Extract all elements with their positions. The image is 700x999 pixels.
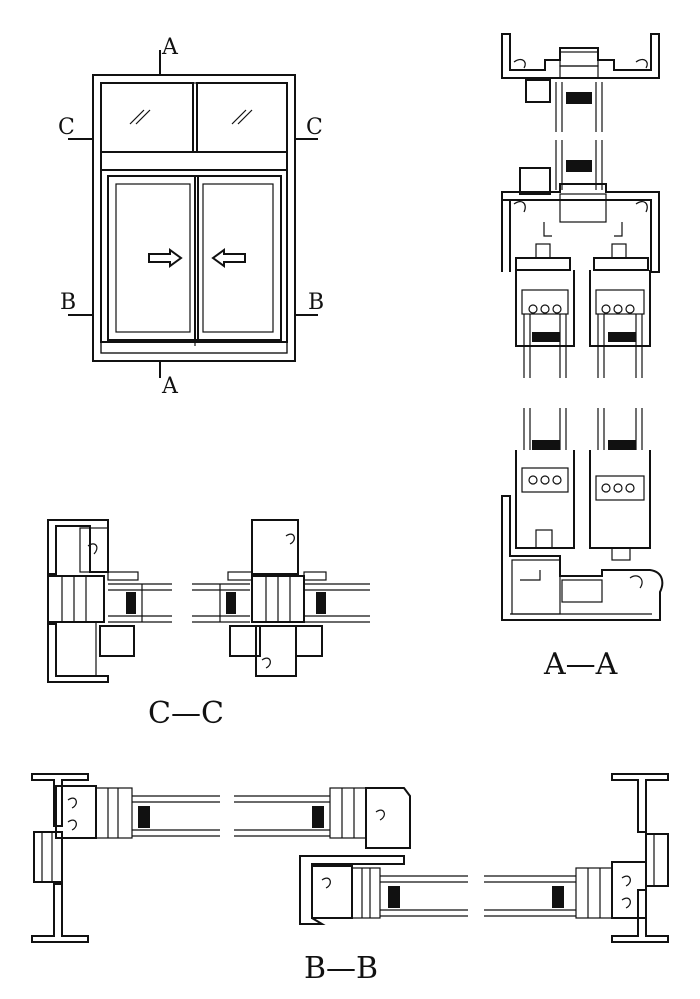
aa-break-1 <box>555 140 603 190</box>
marker-a-top: A <box>161 35 179 60</box>
aa-head-profile <box>501 33 660 132</box>
bb-left-jamb <box>31 773 133 943</box>
cc-right-glazing-2 <box>303 571 370 623</box>
section-c-c: C—C <box>47 519 370 731</box>
aa-lower-sashes <box>515 408 651 561</box>
marker-c-left: C <box>58 115 75 140</box>
bb-upper-sash <box>132 787 411 849</box>
marker-b-left: B <box>60 290 76 315</box>
marker-b-right: B <box>308 290 324 315</box>
fixed-lite-left <box>100 82 194 153</box>
aa-head-chamber <box>525 79 551 103</box>
cc-left-glazing <box>108 583 172 623</box>
section-a-a: A—A <box>501 33 664 682</box>
aa-sill-profile <box>501 495 664 621</box>
marker-c-right: C <box>306 115 323 140</box>
cc-caption: C—C <box>148 696 224 731</box>
arrow-left-icon <box>211 248 246 268</box>
aa-right-sash-upper <box>589 243 651 378</box>
aa-transom-profile <box>501 167 660 273</box>
bb-caption: B—B <box>304 951 378 986</box>
arrow-right-icon <box>148 248 183 268</box>
sliding-sash-right <box>194 175 282 341</box>
glass-hatch-left <box>129 109 151 125</box>
section-b-b: B—B <box>31 773 669 986</box>
glass-hatch-right <box>231 109 253 125</box>
aa-caption: A—A <box>543 647 618 682</box>
outer-frame <box>92 74 296 362</box>
cc-left-jamb <box>47 519 139 683</box>
bb-right-jamb <box>575 773 669 943</box>
cc-center-mullion <box>229 519 323 677</box>
cc-right-glazing <box>192 571 253 623</box>
bb-lower-sash <box>299 855 576 925</box>
fixed-lite-right <box>196 82 288 153</box>
transom-bar <box>100 151 288 171</box>
sliding-sash-left <box>107 175 199 341</box>
marker-a-bottom: A <box>161 374 179 399</box>
aa-left-sash-upper <box>515 243 575 378</box>
window-elevation: A A C C B B <box>58 35 324 399</box>
